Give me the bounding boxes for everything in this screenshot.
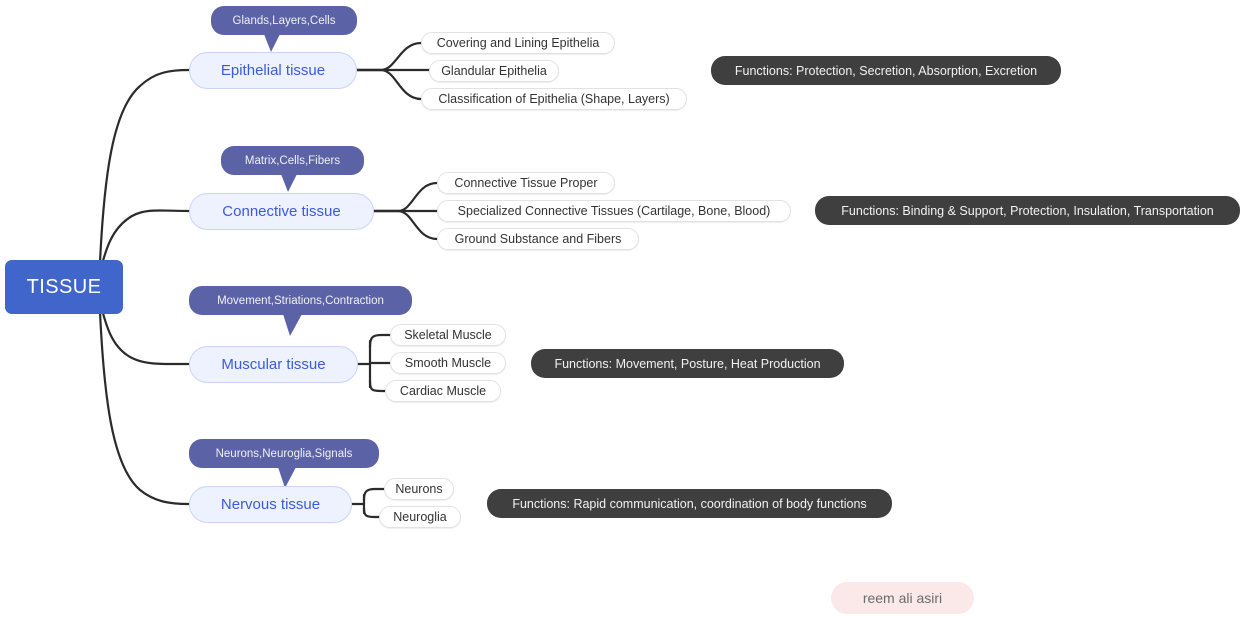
leaf-nervous-1[interactable]: Neuroglia xyxy=(379,506,461,528)
functions-chip-muscular-label: Functions: Movement, Posture, Heat Produ… xyxy=(554,356,821,371)
edge-connective-leaf-2 xyxy=(372,209,439,241)
callout-muscular-tail xyxy=(283,314,302,336)
branch-node-epithelial[interactable]: Epithelial tissue xyxy=(189,52,357,89)
functions-chip-epithelial: Functions: Protection, Secretion, Absorp… xyxy=(711,56,1061,85)
functions-chip-nervous-label: Functions: Rapid communication, coordina… xyxy=(512,496,867,511)
root-node-tissue[interactable]: TISSUE xyxy=(5,260,123,314)
callout-muscular-label: Movement,Striations,Contraction xyxy=(217,294,384,307)
leaf-epithelial-2[interactable]: Classification of Epithelia (Shape, Laye… xyxy=(421,88,687,110)
edge-epithelial-leaf-0 xyxy=(355,41,423,72)
callout-epithelial: Glands,Layers,Cells xyxy=(211,6,357,35)
leaf-nervous-0[interactable]: Neurons xyxy=(384,478,454,500)
leaf-connective-1[interactable]: Specialized Connective Tissues (Cartilag… xyxy=(437,200,791,222)
callout-muscular: Movement,Striations,Contraction xyxy=(189,286,412,315)
functions-chip-nervous: Functions: Rapid communication, coordina… xyxy=(487,489,892,518)
leaf-connective-0[interactable]: Connective Tissue Proper xyxy=(437,172,615,194)
leaf-muscular-1-label: Smooth Muscle xyxy=(404,356,492,370)
branch-node-nervous-label: Nervous tissue xyxy=(220,496,321,513)
callout-connective-tail xyxy=(281,174,297,192)
branch-node-muscular-label: Muscular tissue xyxy=(221,356,326,373)
functions-chip-connective: Functions: Binding & Support, Protection… xyxy=(815,196,1240,225)
leaf-muscular-2[interactable]: Cardiac Muscle xyxy=(385,380,501,402)
callout-nervous-label: Neurons,Neuroglia,Signals xyxy=(215,447,353,460)
branch-node-connective[interactable]: Connective tissue xyxy=(189,193,374,230)
leaf-nervous-0-label: Neurons xyxy=(395,482,443,496)
functions-chip-epithelial-label: Functions: Protection, Secretion, Absorp… xyxy=(734,63,1038,78)
branch-node-epithelial-label: Epithelial tissue xyxy=(220,62,326,79)
leaf-connective-2-label: Ground Substance and Fibers xyxy=(454,232,622,246)
branch-node-nervous[interactable]: Nervous tissue xyxy=(189,486,352,523)
leaf-epithelial-1[interactable]: Glandular Epithelia xyxy=(429,60,559,82)
edge-root-epithelial xyxy=(98,68,191,264)
leaf-epithelial-0[interactable]: Covering and Lining Epithelia xyxy=(421,32,615,54)
leaf-epithelial-0-label: Covering and Lining Epithelia xyxy=(436,36,600,50)
functions-chip-muscular: Functions: Movement, Posture, Heat Produ… xyxy=(531,349,844,378)
callout-nervous: Neurons,Neuroglia,Signals xyxy=(189,439,379,468)
leaf-connective-2[interactable]: Ground Substance and Fibers xyxy=(437,228,639,250)
leaf-muscular-0[interactable]: Skeletal Muscle xyxy=(390,324,506,346)
watermark-label: reem ali asiri xyxy=(862,590,943,606)
root-node-label: TISSUE xyxy=(26,275,102,298)
edge-muscular-leaf-0 xyxy=(368,333,392,349)
callout-connective: Matrix,Cells,Fibers xyxy=(221,146,364,175)
edge-connective-leaf-0 xyxy=(372,181,439,213)
leaf-muscular-1[interactable]: Smooth Muscle xyxy=(390,352,506,374)
edge-epithelial-leaf-2 xyxy=(355,68,423,101)
functions-chip-connective-label: Functions: Binding & Support, Protection… xyxy=(841,203,1214,218)
leaf-epithelial-2-label: Classification of Epithelia (Shape, Laye… xyxy=(438,92,670,106)
leaf-epithelial-1-label: Glandular Epithelia xyxy=(441,64,547,78)
callout-epithelial-tail xyxy=(264,34,280,52)
callout-connective-label: Matrix,Cells,Fibers xyxy=(244,154,341,167)
callout-nervous-tail xyxy=(278,467,296,488)
callout-epithelial-label: Glands,Layers,Cells xyxy=(232,14,336,27)
leaf-muscular-0-label: Skeletal Muscle xyxy=(404,328,492,342)
edge-nervous-leaf-0 xyxy=(362,487,386,502)
edge-root-nervous xyxy=(98,310,191,506)
leaf-connective-0-label: Connective Tissue Proper xyxy=(454,176,598,190)
leaf-muscular-2-label: Cardiac Muscle xyxy=(399,384,487,398)
leaf-nervous-1-label: Neuroglia xyxy=(393,510,447,524)
leaf-connective-1-label: Specialized Connective Tissues (Cartilag… xyxy=(457,204,771,218)
branch-node-muscular[interactable]: Muscular tissue xyxy=(189,346,358,383)
branch-node-connective-label: Connective tissue xyxy=(222,203,341,220)
watermark-badge: reem ali asiri xyxy=(831,582,974,614)
